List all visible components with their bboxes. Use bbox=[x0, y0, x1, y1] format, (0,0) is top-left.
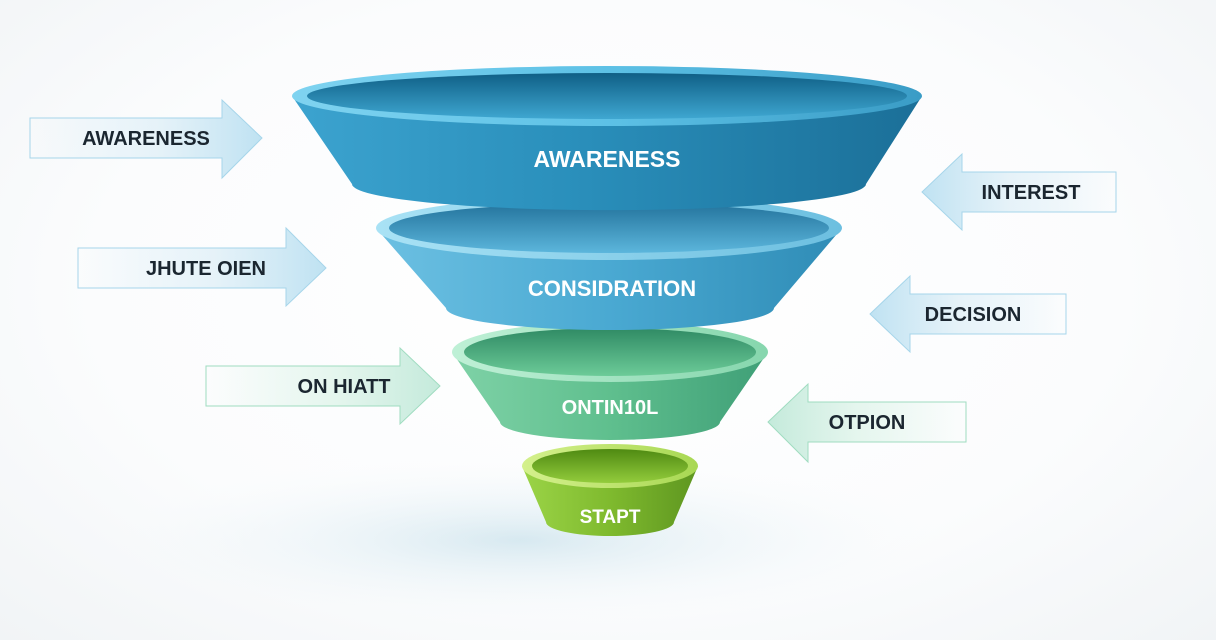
funnel-tier-4: STAPT bbox=[522, 444, 698, 536]
arrow-left-icon bbox=[869, 274, 1067, 354]
callout-right-2: DECISION bbox=[869, 274, 1067, 354]
callout-right-3-label: OTPION bbox=[829, 412, 906, 434]
funnel-tier-3: ONTIN10L bbox=[452, 322, 768, 440]
tier-1-label: AWARENESS bbox=[534, 146, 681, 172]
callout-left-3: ON HIATT bbox=[205, 346, 441, 426]
arrow-right-icon bbox=[29, 98, 263, 180]
arrow-right-icon bbox=[205, 346, 441, 426]
arrow-right-icon bbox=[77, 226, 327, 308]
callout-right-3: OTPION bbox=[767, 382, 967, 464]
arrow-left-icon bbox=[767, 382, 967, 464]
floor-shadow bbox=[60, 450, 980, 630]
funnel-tier-1: AWARENESS bbox=[292, 66, 922, 211]
arrow-left-icon bbox=[921, 152, 1117, 232]
tier-2-label: CONSIDRATION bbox=[528, 276, 696, 301]
callout-left-2: JHUTE OIEN bbox=[77, 226, 327, 308]
callout-right-2-label: DECISION bbox=[925, 304, 1022, 326]
callout-right-1-label: INTEREST bbox=[982, 182, 1081, 204]
funnel-tier-2: CONSIDRATION bbox=[376, 196, 842, 330]
callout-right-1: INTEREST bbox=[921, 152, 1117, 232]
callout-left-1-label: AWARENESS bbox=[82, 128, 210, 150]
tier-3-label: ONTIN10L bbox=[562, 397, 659, 419]
tier-4-label: STAPT bbox=[580, 507, 641, 528]
callout-left-1: AWARENESS bbox=[29, 98, 263, 180]
callout-left-3-label: ON HIATT bbox=[298, 376, 391, 398]
callout-left-2-label: JHUTE OIEN bbox=[146, 258, 266, 280]
